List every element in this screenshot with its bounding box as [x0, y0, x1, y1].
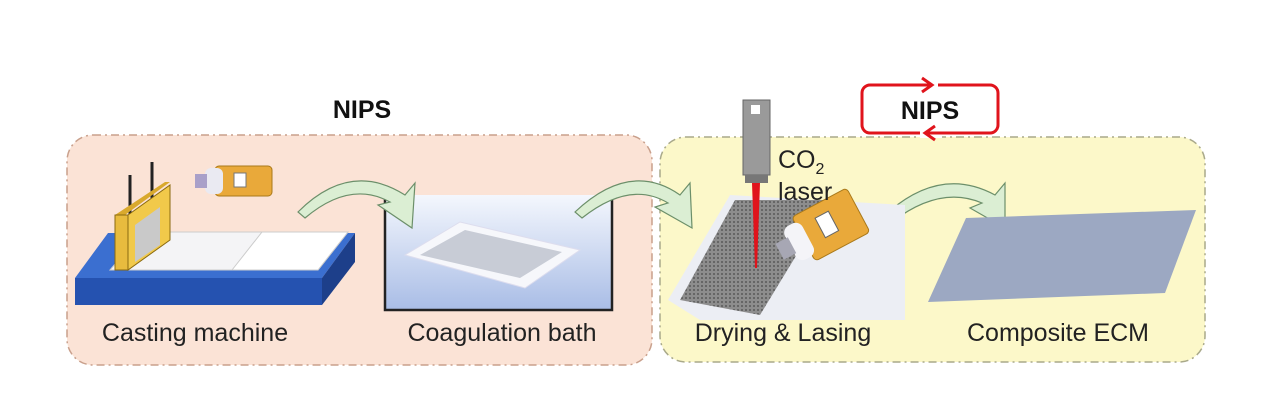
casting-machine-illustration — [75, 162, 355, 305]
step-label-composite-ecm: Composite ECM — [967, 319, 1149, 347]
step-label-drying-lasing: Drying & Lasing — [695, 319, 871, 347]
nips-loop-label: NIPS — [901, 97, 959, 125]
nips-title: NIPS — [333, 96, 391, 124]
loop-arrow-icon — [922, 124, 960, 142]
drying-lasing-illustration — [668, 99, 905, 320]
nips-loop: NIPS — [860, 76, 1000, 142]
laser-beam — [752, 183, 760, 268]
arrow-icon — [574, 180, 693, 230]
step-label-casting-machine: Casting machine — [102, 319, 288, 347]
step-label-coagulation-bath: Coagulation bath — [407, 319, 596, 347]
laser-head-icon — [742, 99, 771, 183]
laser-word: laser — [778, 178, 832, 206]
composite-ecm-sheet — [928, 210, 1196, 302]
loop-arrow-icon — [900, 76, 935, 94]
laser-subscript: 2 — [816, 161, 825, 178]
laser-co: CO — [778, 146, 816, 174]
laser-label: CO2 — [778, 146, 825, 178]
solution-bottle-icon — [195, 165, 273, 197]
solution-bottle-icon — [775, 188, 870, 261]
flow-arrows — [297, 180, 1006, 230]
arrow-icon — [297, 180, 416, 230]
coagulation-bath-illustration — [383, 195, 614, 312]
